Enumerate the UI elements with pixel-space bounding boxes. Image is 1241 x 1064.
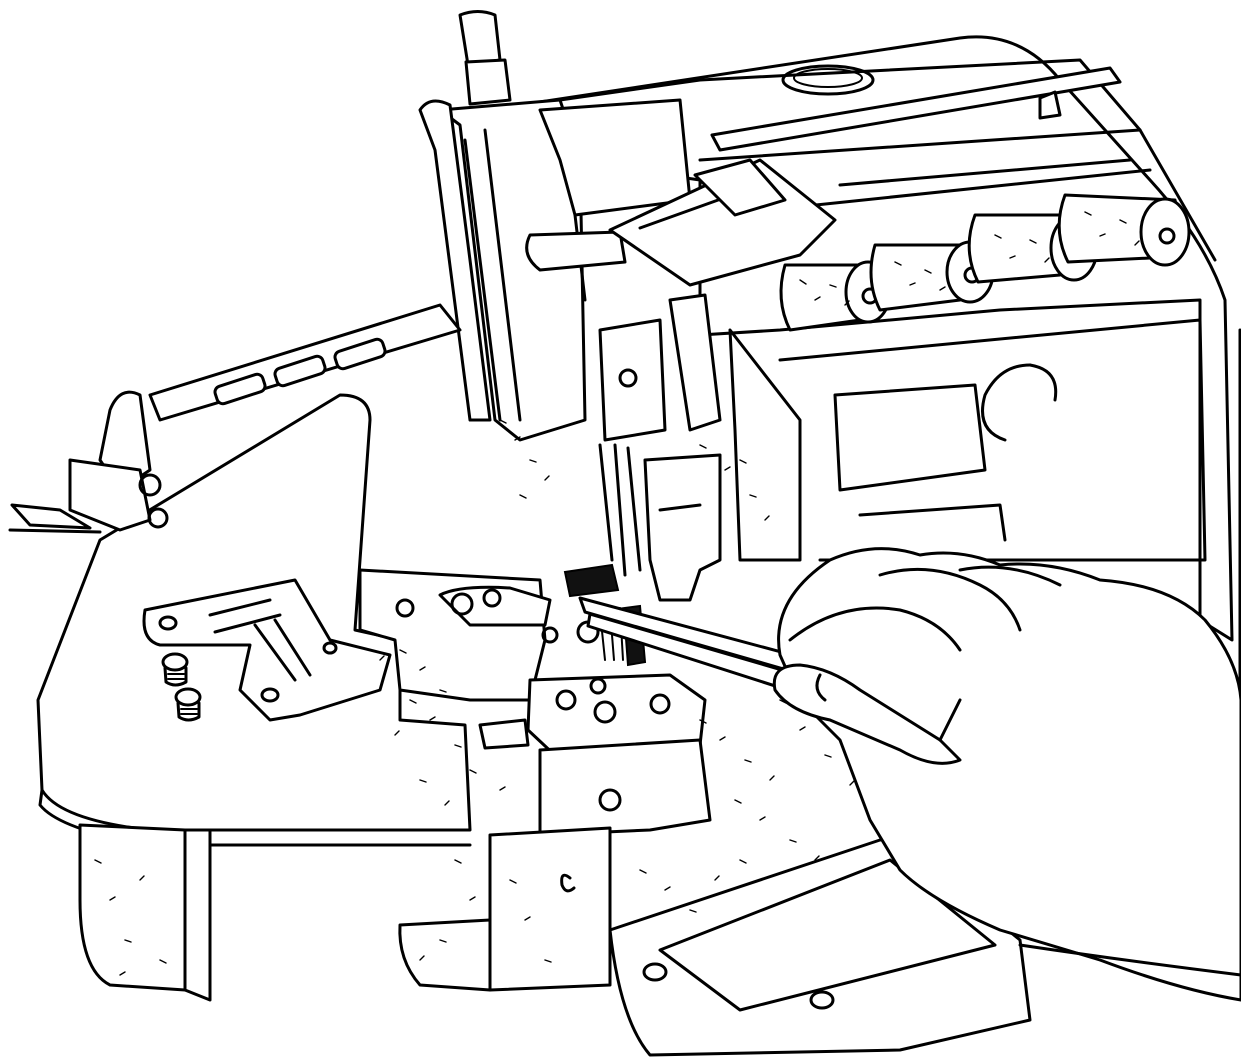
- throat-plate: [142, 578, 392, 722]
- spool-4: [1057, 193, 1191, 267]
- machine-body: [518, 35, 1241, 702]
- screw-2: [174, 687, 202, 722]
- right-cover-plate: [608, 699, 1032, 1057]
- hand: [772, 547, 1241, 1002]
- lower-mechanism: [358, 568, 712, 992]
- throat-plate-screws: [161, 652, 202, 722]
- thread-spools: [779, 193, 1191, 332]
- screw-1: [161, 652, 189, 687]
- needle-bar-housing: [418, 10, 837, 602]
